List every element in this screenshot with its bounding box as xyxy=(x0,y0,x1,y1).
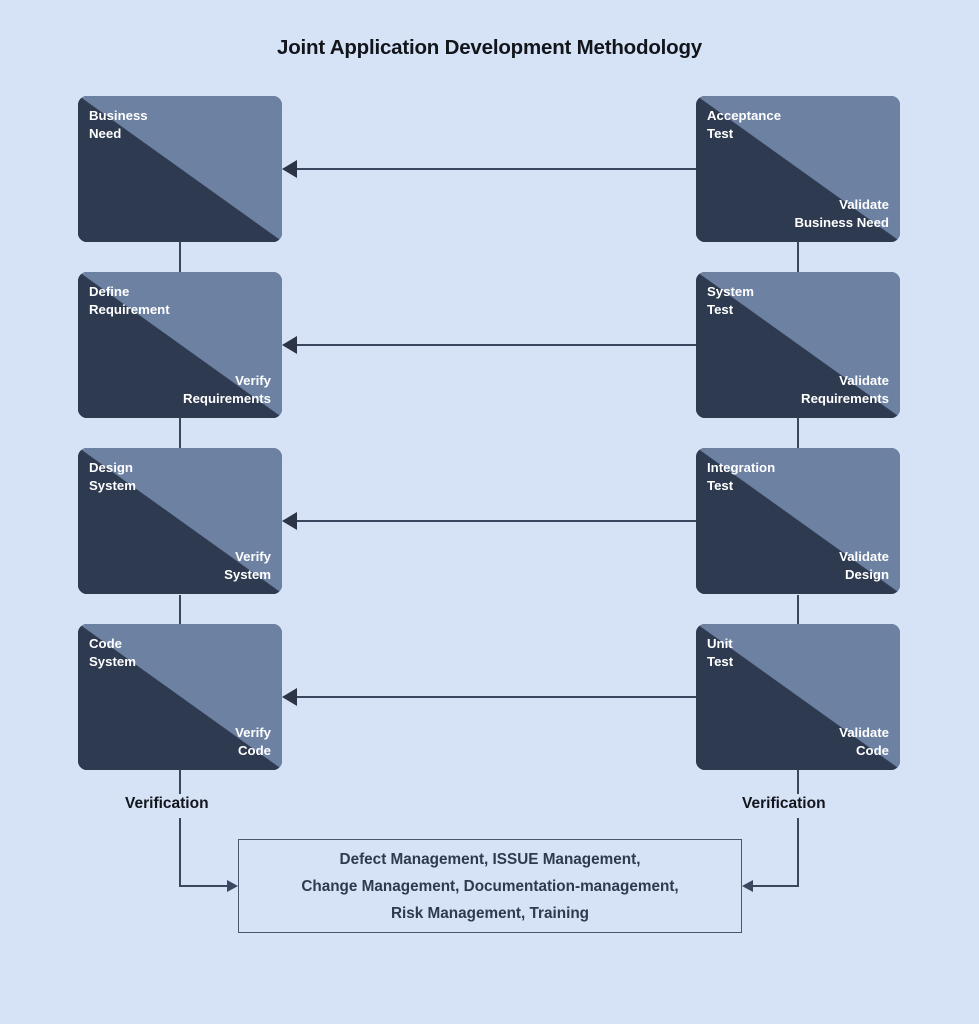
phase-label-secondary: Verify Requirements xyxy=(183,373,271,406)
phase-label-primary: System Test xyxy=(707,284,754,317)
phase-box-design-system[interactable]: Design System Verify System xyxy=(78,448,282,594)
phase-label-primary: Integration Test xyxy=(707,460,776,493)
box-diagonal-fill xyxy=(696,624,900,770)
phase-box-system-test[interactable]: System Test Validate Requirements xyxy=(696,272,900,418)
connector-right-1 xyxy=(797,242,799,272)
support-activities-box[interactable]: Defect Management, ISSUE Management, Cha… xyxy=(238,839,742,933)
connector-right-2 xyxy=(797,418,799,448)
phase-box-define-requirement[interactable]: Define Requirement Verify Requirements xyxy=(78,272,282,418)
page-title: Joint Application Development Methodolog… xyxy=(277,36,702,59)
support-connector-right-horizontal xyxy=(753,885,799,887)
phase-label-secondary: Verify System xyxy=(224,549,271,582)
support-connector-right-vertical xyxy=(797,818,799,887)
connector-left-2 xyxy=(179,418,181,448)
phase-label-primary: Design System xyxy=(89,460,136,493)
phase-label-secondary: Validate Requirements xyxy=(801,373,889,406)
verification-label-left: Verification xyxy=(125,795,209,812)
connector-left-4 xyxy=(179,770,181,794)
phase-label-primary: Acceptance Test xyxy=(707,108,782,141)
phase-label-secondary: Verify Code xyxy=(235,725,271,758)
phase-label-secondary: Validate Code xyxy=(839,725,889,758)
box-diagonal-fill xyxy=(696,96,900,242)
phase-box-business-need[interactable]: Business Need xyxy=(78,96,282,242)
phase-box-acceptance-test[interactable]: Acceptance Test Validate Business Need xyxy=(696,96,900,242)
box-diagonal-fill xyxy=(696,272,900,418)
validation-line-1 xyxy=(296,168,696,170)
support-arrow-right xyxy=(742,880,753,892)
box-diagonal-fill xyxy=(78,96,282,242)
validation-arrow-2 xyxy=(282,336,297,354)
validation-line-4 xyxy=(296,696,696,698)
validation-arrow-3 xyxy=(282,512,297,530)
connector-left-1 xyxy=(179,242,181,272)
phase-box-integration-test[interactable]: Integration Test Validate Design xyxy=(696,448,900,594)
phase-label-primary: Business Need xyxy=(89,108,148,141)
connector-left-3 xyxy=(179,595,181,624)
box-diagonal-fill xyxy=(78,448,282,594)
validation-arrow-1 xyxy=(282,160,297,178)
phase-label-primary: Unit Test xyxy=(707,636,734,669)
support-connector-left-vertical xyxy=(179,818,181,887)
box-diagonal-fill xyxy=(78,624,282,770)
phase-label-secondary: Validate Business Need xyxy=(794,197,889,230)
phase-box-code-system[interactable]: Code System Verify Code xyxy=(78,624,282,770)
phase-box-unit-test[interactable]: Unit Test Validate Code xyxy=(696,624,900,770)
support-arrow-left xyxy=(227,880,238,892)
connector-right-4 xyxy=(797,770,799,794)
validation-line-2 xyxy=(296,344,696,346)
phase-label-primary: Code System xyxy=(89,636,136,669)
support-connector-left-horizontal xyxy=(179,885,227,887)
box-diagonal-fill xyxy=(696,448,900,594)
validation-line-3 xyxy=(296,520,696,522)
connector-right-3 xyxy=(797,595,799,624)
support-activities-text: Defect Management, ISSUE Management, Cha… xyxy=(301,850,679,922)
validation-arrow-4 xyxy=(282,688,297,706)
phase-label-secondary: Validate Design xyxy=(839,549,889,582)
verification-label-right: Verification xyxy=(742,795,826,812)
box-diagonal-fill xyxy=(78,272,282,418)
phase-label-primary: Define Requirement xyxy=(89,284,170,317)
